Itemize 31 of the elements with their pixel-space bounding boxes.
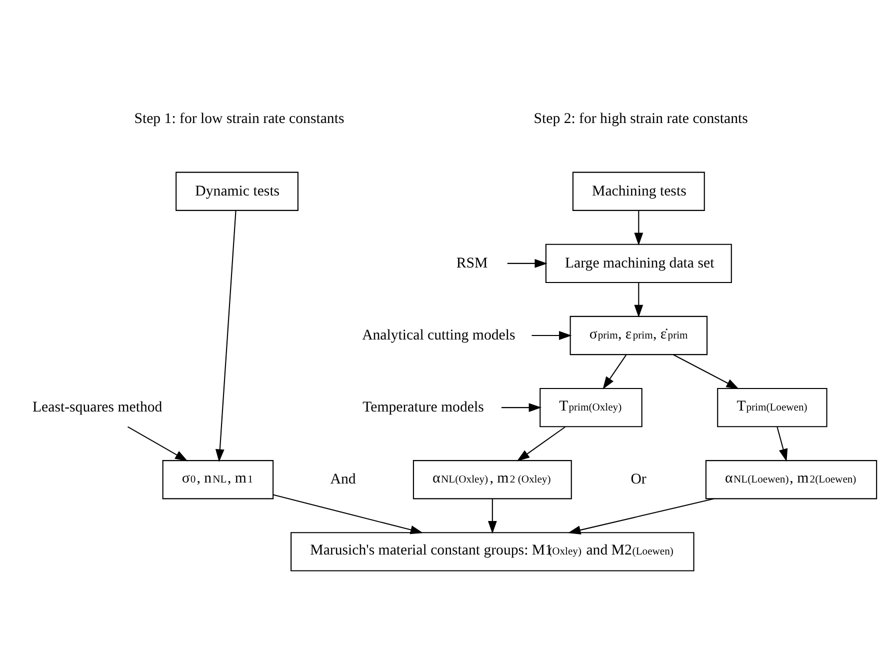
arrow: [487, 498, 496, 534]
node-box: σ0, nNL, m1: [162, 460, 274, 499]
node-box: Machining tests: [572, 171, 704, 210]
arrow: [531, 330, 572, 340]
node-box: Tprim(Loewen): [716, 387, 827, 427]
arrow: [602, 354, 626, 389]
node-box: αNL(Oxley), m2 (Oxley): [412, 460, 572, 499]
label: Step 2: for high strain rate constants: [533, 110, 748, 127]
node-text: Temperature models: [362, 398, 484, 415]
node-box: σprim, εprim, ε̇prim: [569, 315, 708, 355]
arrow: [214, 210, 236, 462]
arrow: [776, 426, 788, 462]
label: Step 1: for low strain rate constants: [134, 110, 344, 127]
arrow: [634, 282, 643, 318]
label: Or: [630, 471, 646, 488]
label: And: [330, 471, 356, 488]
node-box: αNL(Loewen), m2(Loewen): [704, 460, 877, 499]
arrow: [272, 494, 423, 534]
arrow: [506, 258, 547, 268]
arrow: [672, 354, 739, 389]
arrow: [500, 402, 542, 412]
arrow: [516, 426, 565, 461]
arrow: [634, 210, 643, 245]
arrow: [567, 498, 714, 534]
node-box: Large machining data set: [544, 243, 732, 283]
node-box: Dynamic tests: [175, 171, 298, 210]
node-text: RSM: [456, 254, 488, 271]
node-text: Least-squares method: [32, 398, 162, 415]
arrow: [127, 426, 188, 461]
node-text: Analytical cutting models: [362, 326, 515, 343]
node-box: Tprim(Oxley): [539, 387, 642, 427]
